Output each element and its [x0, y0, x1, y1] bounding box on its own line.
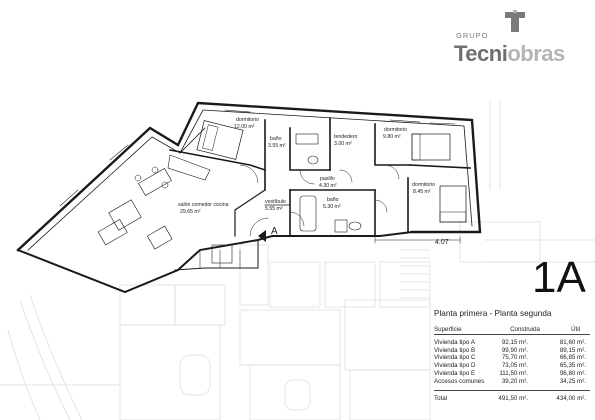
plan-subtitle: Planta primera - Planta segunda: [434, 309, 552, 318]
ghost-lower-plan: [0, 100, 595, 420]
row-construida: 92,15 m².: [501, 338, 528, 346]
table-header: Superficie Construida Útil: [434, 326, 590, 334]
logo-brand-light: obras: [507, 41, 565, 66]
row-util: 34,25 m².: [559, 377, 586, 385]
room-vest-name: vestíbulo: [265, 199, 286, 205]
room-dorm1-area: 12.00 m²: [234, 124, 255, 130]
row-construida: 39,20 m².: [501, 377, 528, 385]
row-construida: 73,05 m².: [501, 362, 528, 370]
header-util: Útil: [571, 326, 580, 333]
row-util: 65,35 m².: [559, 362, 586, 370]
header-construida: Construida: [510, 326, 540, 333]
room-labels: dormitorio 12.00 m² baño 3.55 m² tendede…: [178, 117, 449, 246]
table-row: Vivienda tipo E 111,50 m². 96,80 m².: [434, 370, 590, 378]
room-dorm2-name: dormitorio: [384, 127, 407, 133]
table-row: Vivienda tipo D 73,05 m². 65,35 m².: [434, 362, 590, 370]
room-bano1-area: 3.55 m²: [268, 143, 286, 149]
row-label: Vivienda tipo E: [434, 369, 476, 377]
row-label: Accesos comunes: [434, 377, 485, 385]
room-tend-name: tendedero: [334, 134, 357, 140]
table-header-rule: [434, 333, 590, 335]
row-label: Vivienda tipo C: [434, 354, 476, 362]
table-row: Vivienda tipo A 92,15 m². 81,60 m².: [434, 339, 590, 347]
table-row: Vivienda tipo C 75,70 m². 66,85 m².: [434, 354, 590, 362]
table-total-row: Total 491,50 m². 434,00 m².: [434, 395, 590, 403]
room-dorm1-name: dormitorio: [236, 117, 259, 123]
row-util: 81,60 m².: [559, 338, 586, 346]
row-construida: 111,50 m².: [499, 369, 528, 377]
total-label: Total: [434, 394, 448, 402]
unit-code: 1A: [532, 253, 586, 302]
room-dorm3-area: 8.45 m²: [413, 189, 431, 195]
room-dorm3-name: dormitorio: [412, 182, 435, 188]
surface-table: Superficie Construida Útil Vivienda tipo…: [434, 326, 590, 402]
room-bano1-name: baño: [270, 136, 282, 142]
room-salon-name: salón comedor cocina: [178, 202, 229, 208]
row-construida: 75,70 m².: [501, 354, 528, 362]
row-label: Vivienda tipo A: [434, 338, 475, 346]
room-bano2-area: 5.30 m²: [323, 204, 341, 210]
row-util: 66,85 m².: [559, 354, 586, 362]
room-pasillo-name: pasillo: [320, 176, 335, 182]
room-vest-area: 5.55 m²: [265, 206, 283, 212]
room-bano2-name: baño: [327, 197, 339, 203]
row-util: 89,15 m².: [559, 346, 586, 354]
logo-group-label: GRUPO: [456, 31, 489, 40]
header-superficie: Superficie: [434, 326, 462, 333]
table-total-rule: [434, 389, 590, 391]
building-block-icon: [505, 10, 525, 32]
room-tend-area: 3.00 m²: [334, 141, 352, 147]
table-row: Accesos comunes 39,20 m². 34,25 m².: [434, 378, 590, 386]
room-salon-area: 29.65 m²: [180, 209, 201, 215]
row-construida: 99,90 m².: [501, 346, 528, 354]
room-pasillo-area: 4.30 m²: [319, 183, 337, 189]
main-plan: [16, 101, 482, 294]
row-util: 96,80 m².: [559, 369, 586, 377]
company-logo: GRUPO Tecniobras: [440, 10, 590, 70]
total-construida: 491,50 m².: [498, 394, 528, 402]
row-label: Vivienda tipo D: [434, 362, 476, 370]
total-util: 434,00 m².: [556, 394, 586, 402]
logo-brand: Tecniobras: [454, 41, 565, 67]
logo-brand-dark: Tecni: [454, 41, 508, 66]
unit-mark: A: [271, 226, 278, 237]
dimension-label: 4.07: [435, 239, 449, 246]
table-row: Vivienda tipo B 99,90 m². 89,15 m².: [434, 347, 590, 355]
row-label: Vivienda tipo B: [434, 346, 476, 354]
room-dorm2-area: 9.80 m²: [383, 134, 401, 140]
